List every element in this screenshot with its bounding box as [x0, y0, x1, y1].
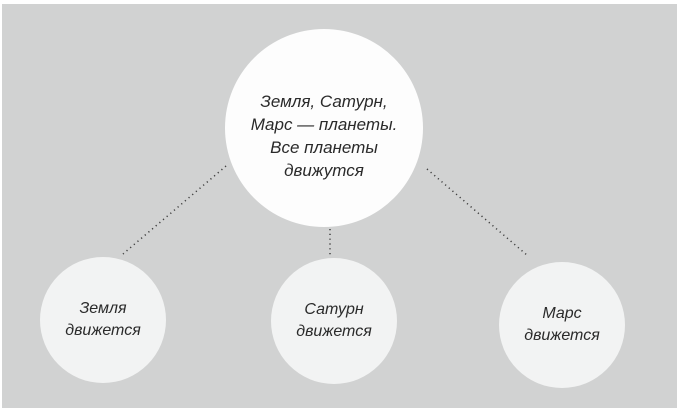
node-mars: Марс движется: [499, 262, 625, 388]
node-saturn: Сатурн движется: [271, 258, 397, 384]
root-node-text: Земля, Сатурн, Марс — планеты. Все плане…: [250, 92, 398, 180]
node-earth: Земля движется: [40, 257, 166, 383]
node-mars-text: Марс движется: [524, 305, 600, 344]
node-saturn-text: Сатурн движется: [296, 301, 372, 340]
root-node: Земля, Сатурн, Марс — планеты. Все плане…: [225, 29, 423, 227]
node-earth-text: Земля движется: [65, 300, 141, 339]
